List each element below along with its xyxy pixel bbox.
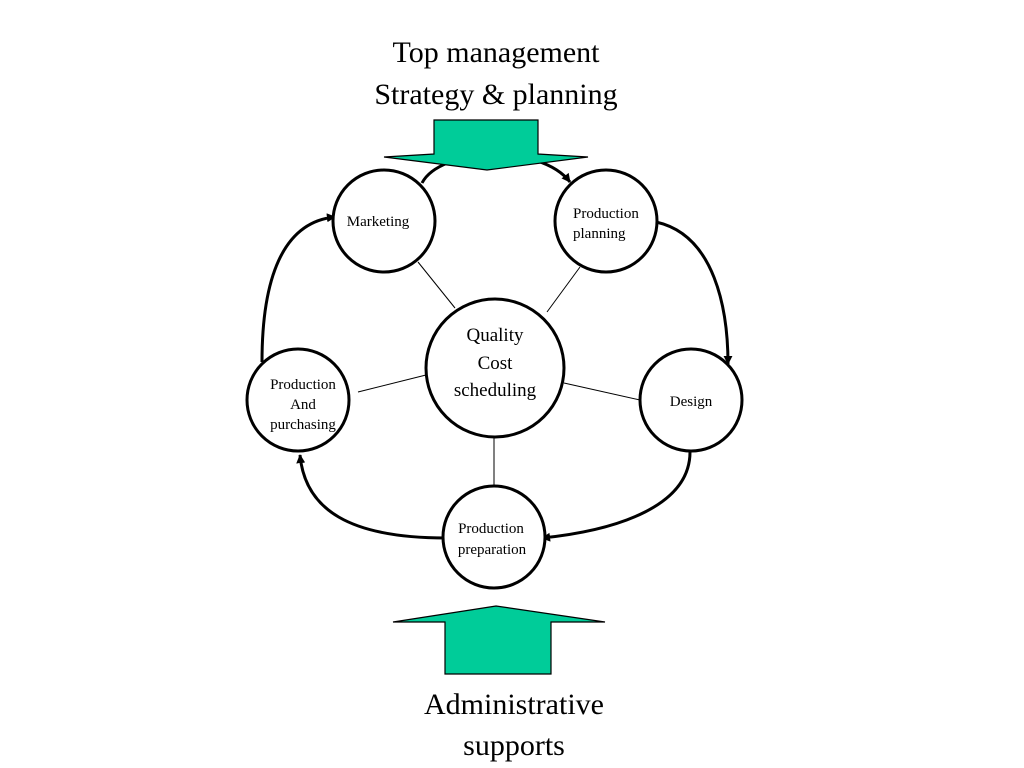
production-purchasing-label-line3: purchasing <box>270 417 336 433</box>
node-design <box>638 347 744 453</box>
arrow-purchasing-to-marketing <box>260 213 336 363</box>
node-marketing <box>331 168 437 274</box>
center-label-line3: scheduling <box>454 380 537 401</box>
production-planning-label-line1: Production <box>573 206 639 222</box>
spoke-production-purchasing <box>357 374 427 393</box>
top-title-line1: Top management <box>393 36 601 69</box>
arrow-production-preparation-to-purchasing <box>296 454 447 540</box>
node-production-preparation <box>441 484 547 590</box>
node-production-planning <box>553 168 659 274</box>
bottom-support-arrow <box>392 605 606 675</box>
node-center <box>424 297 566 439</box>
top-title-line2: Strategy & planning <box>374 78 617 111</box>
marketing-label: Marketing <box>347 214 410 230</box>
production-purchasing-label-line2: And <box>290 397 316 413</box>
production-planning-label-line2: planning <box>573 226 626 242</box>
center-label-line2: Cost <box>478 353 514 374</box>
production-preparation-label-line2: preparation <box>458 542 527 558</box>
spoke-design <box>563 382 641 401</box>
spoke-marketing <box>417 261 456 309</box>
spoke-production-planning <box>546 266 581 313</box>
center-label-line1: Quality <box>467 325 524 346</box>
design-label: Design <box>670 394 713 410</box>
bottom-title-line2: supports <box>463 729 565 762</box>
production-preparation-label-line1: Production <box>458 521 524 537</box>
top-input-arrow <box>383 119 589 171</box>
arrow-production-planning-to-design <box>655 220 733 365</box>
node-production-purchasing <box>245 347 351 453</box>
production-purchasing-label-line1: Production <box>270 377 336 393</box>
bottom-title-line1: Administrative <box>424 688 604 721</box>
arrow-design-to-production-preparation <box>541 451 692 542</box>
